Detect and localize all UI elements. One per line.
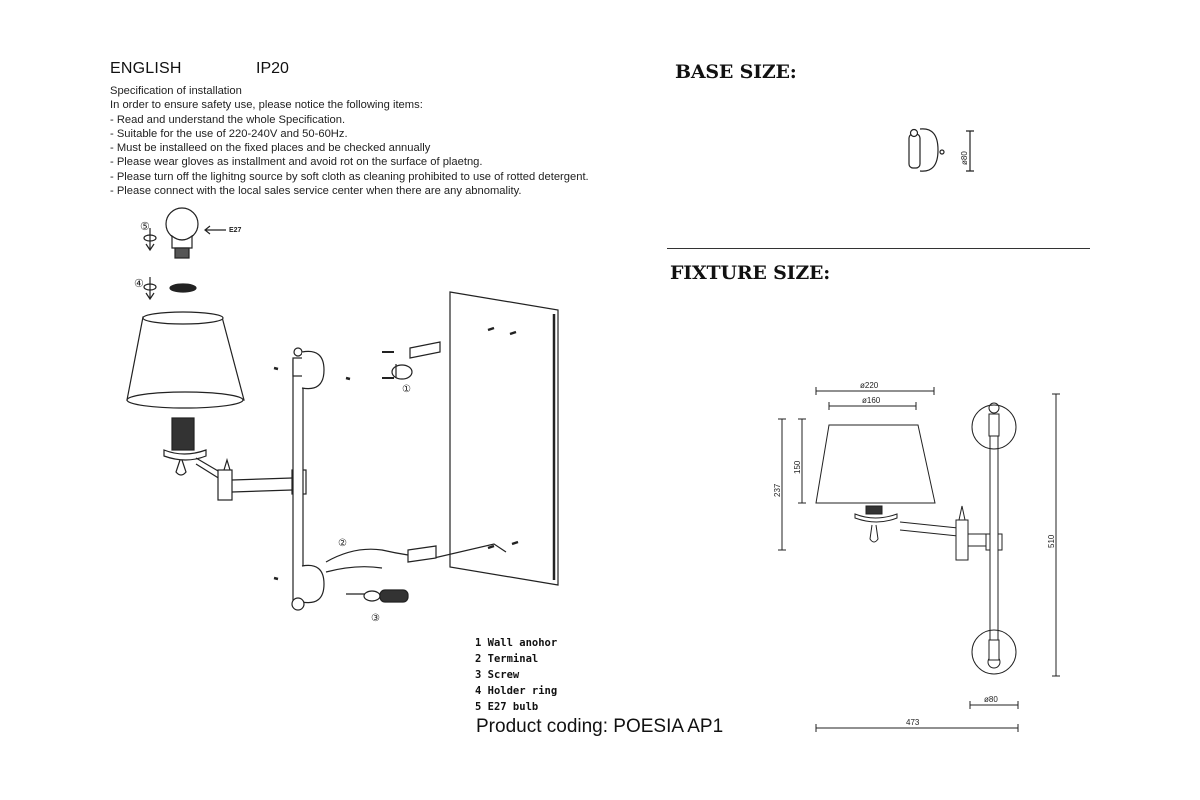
bulb-icon bbox=[165, 207, 199, 259]
parts-list-item: 3 Screw bbox=[475, 669, 520, 681]
wall-lamp-arm-drawing bbox=[195, 347, 325, 611]
step-1-marker: ① bbox=[402, 384, 411, 395]
shade-top-diameter: ø220 bbox=[860, 381, 879, 390]
step-3-marker: ③ bbox=[371, 613, 380, 624]
mounting-bracket-drawing bbox=[382, 341, 441, 380]
wires-drawing bbox=[325, 543, 507, 573]
parts-list-item: 1 Wall anohor bbox=[475, 637, 558, 649]
rotate-arrow-icon bbox=[143, 228, 157, 252]
parts-list-item: 4 Holder ring bbox=[475, 685, 558, 697]
shade-height: 150 bbox=[793, 460, 802, 474]
step-4-marker: ④ bbox=[134, 278, 144, 290]
socket-drawing bbox=[163, 417, 207, 476]
projection-length: 473 bbox=[906, 718, 920, 727]
bulb-label: E27 bbox=[229, 227, 242, 234]
base-diameter-label: ø80 bbox=[960, 151, 969, 165]
instruction-item: - Please connect with the local sales se… bbox=[110, 185, 522, 198]
instructions-title: Specification of installation bbox=[110, 85, 242, 97]
instruction-item: - Please wear gloves as installment and … bbox=[110, 156, 483, 169]
instruction-item: - Must be installeed on the fixed places… bbox=[110, 142, 431, 155]
base-size-title: BASE SIZE: bbox=[675, 61, 797, 83]
product-coding: Product coding: POESIA AP1 bbox=[476, 716, 724, 737]
instruction-item: - Read and understand the whole Specific… bbox=[110, 113, 346, 126]
ip-rating: IP20 bbox=[256, 60, 289, 77]
wall-panel-drawing bbox=[449, 291, 559, 586]
instruction-item: - Please turn off the lighitng source by… bbox=[110, 170, 589, 183]
fixture-base-diameter: ø80 bbox=[984, 695, 998, 704]
fixture-size-title: FIXTURE SIZE: bbox=[670, 262, 831, 284]
screwdriver-icon bbox=[346, 589, 409, 603]
step-2-marker: ② bbox=[338, 538, 347, 549]
section-divider bbox=[667, 248, 1090, 249]
step-5-marker: ⑤ bbox=[140, 221, 150, 233]
rotate-arrow-icon bbox=[143, 277, 157, 301]
instruction-item: - Suitable for the use of 220-240V and 5… bbox=[110, 127, 348, 140]
language-label: ENGLISH bbox=[110, 60, 182, 77]
parts-list: 1 Wall anohor 2 Terminal 3 Screw 4 Holde… bbox=[475, 635, 557, 715]
parts-list-item: 2 Terminal bbox=[475, 653, 539, 665]
instructions-intro: In order to ensure safety use, please no… bbox=[110, 99, 423, 112]
lamp-shade-drawing bbox=[126, 311, 245, 409]
shade-bottom-diameter: ø160 bbox=[862, 396, 881, 405]
parts-list-item: 5 E27 bulb bbox=[475, 701, 539, 713]
total-shade-height: 237 bbox=[773, 483, 782, 497]
installation-instructions: Specification of installation In order t… bbox=[110, 84, 589, 198]
holder-ring-icon bbox=[169, 283, 197, 293]
total-height: 510 bbox=[1047, 534, 1056, 548]
